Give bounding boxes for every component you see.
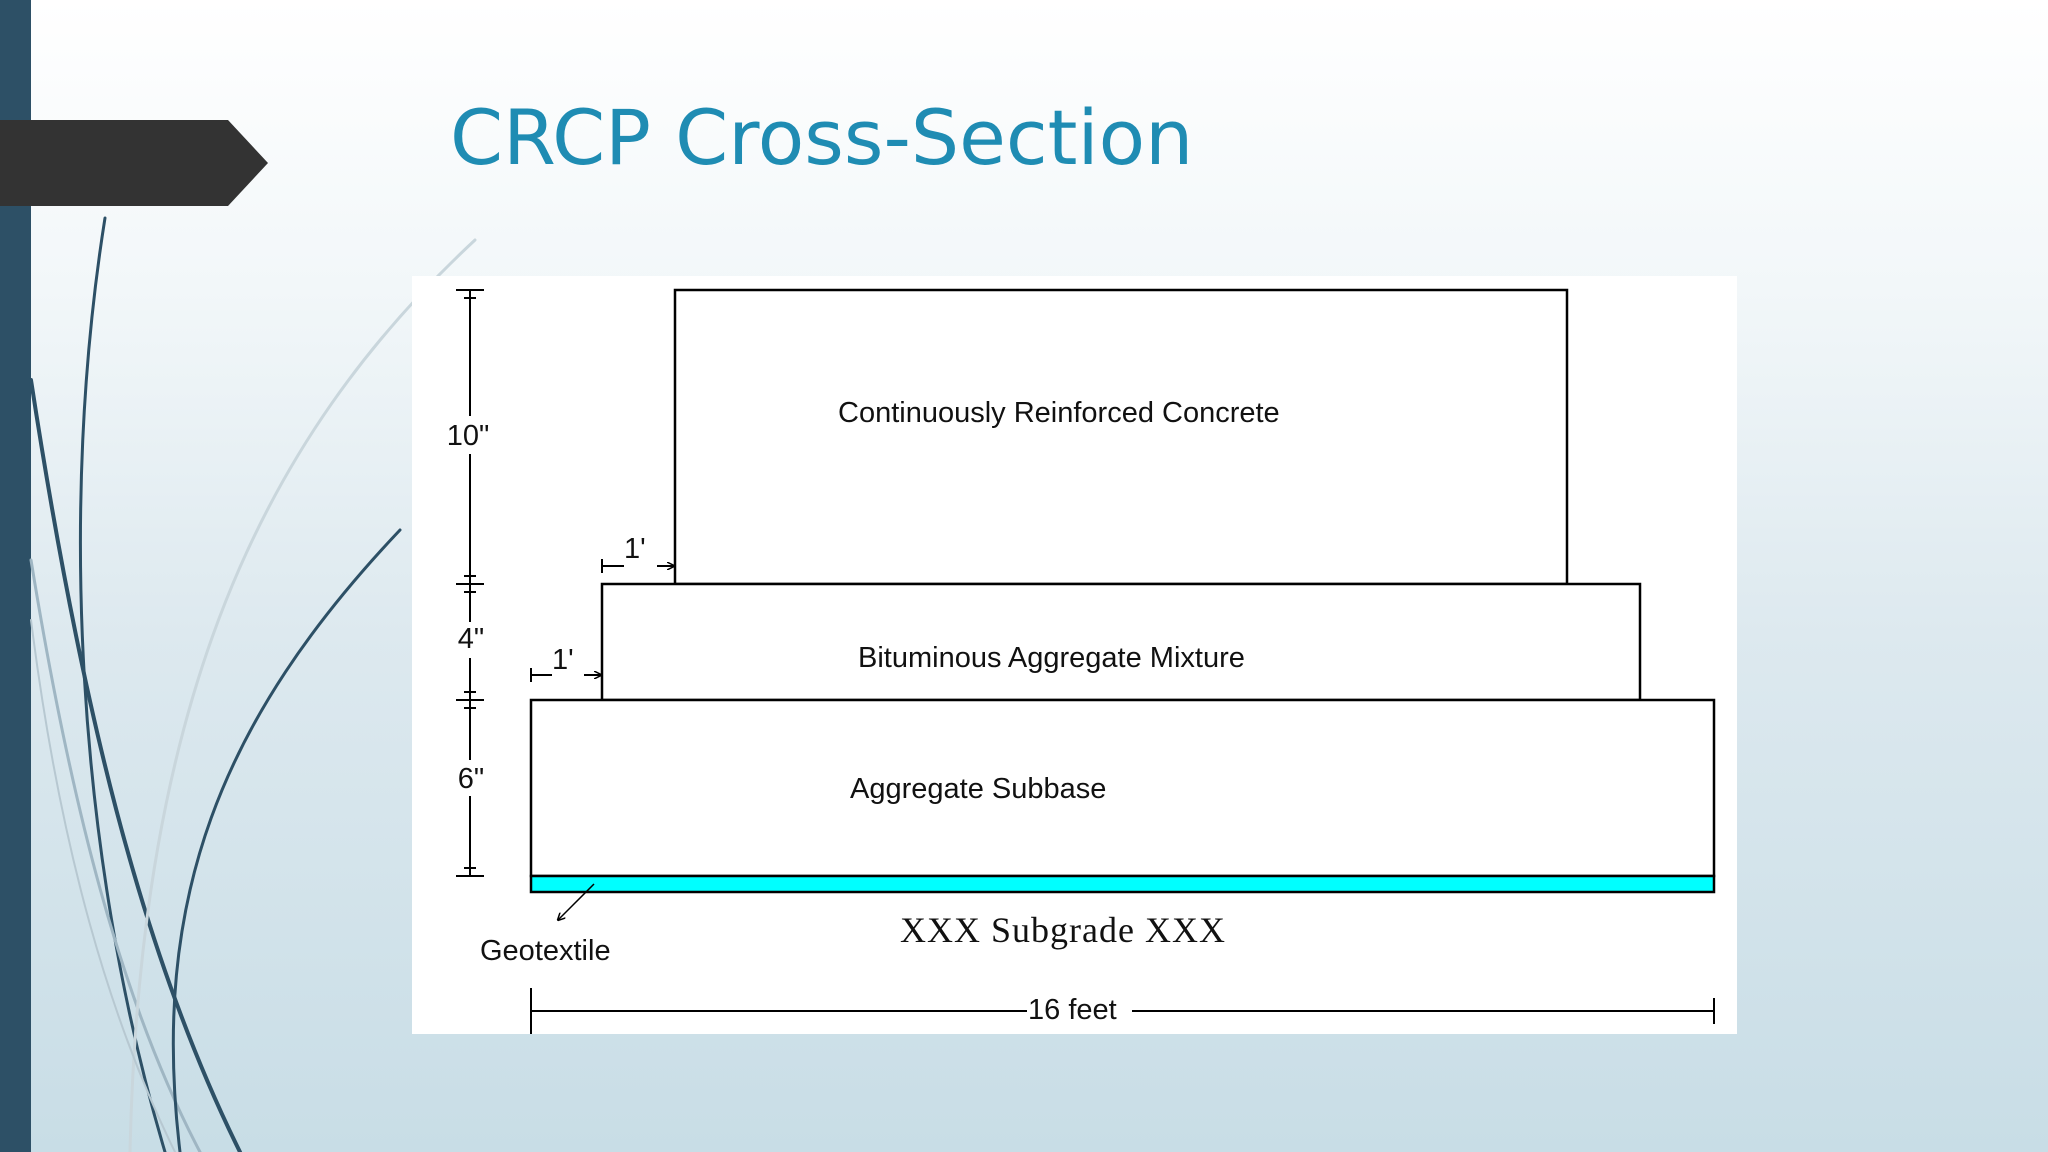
lower-step-dimension — [530, 668, 601, 682]
upper-step-label: 1' — [624, 533, 646, 565]
cross-section-diagram: Continuously Reinforced Concrete Bitumin… — [412, 276, 1737, 1034]
concrete-label: Continuously Reinforced Concrete — [838, 397, 1280, 429]
subgrade-label: XXX Subgrade XXX — [900, 910, 1226, 950]
geotextile-pointer — [558, 883, 595, 920]
upper-step-dimension — [601, 559, 674, 573]
concrete-layer — [673, 288, 1569, 586]
geotextile-label: Geotextile — [480, 935, 611, 967]
concrete-thickness-label: 10" — [446, 420, 490, 452]
bituminous-label: Bituminous Aggregate Mixture — [858, 642, 1245, 674]
bituminous-thickness-label: 4" — [457, 623, 485, 655]
subbase-thickness-label: 6" — [457, 763, 485, 795]
slide-title: CRCP Cross-Section — [450, 93, 1194, 182]
subbase-layer — [529, 698, 1716, 878]
geotextile-layer — [529, 874, 1716, 894]
lower-step-label: 1' — [552, 644, 574, 676]
title-tab-shape — [0, 120, 268, 206]
total-width-label: 16 feet — [1028, 994, 1117, 1026]
subbase-label: Aggregate Subbase — [850, 773, 1107, 805]
bituminous-layer — [600, 582, 1642, 702]
width-dimension-line — [530, 988, 1715, 1034]
